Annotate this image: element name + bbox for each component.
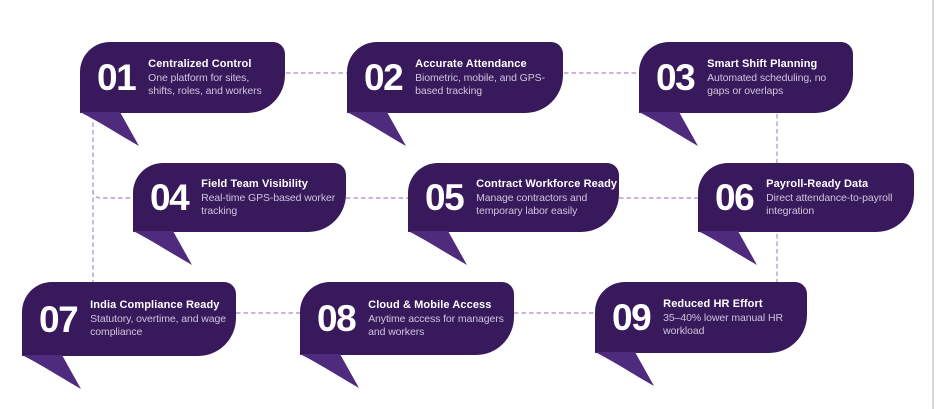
benefit-title: Smart Shift Planning	[707, 57, 818, 70]
benefit-description: Manage contractors and temporary labor e…	[476, 191, 588, 217]
step-number: 08	[317, 298, 357, 339]
connector-branch-04	[92, 189, 133, 199]
step-number: 01	[97, 57, 137, 98]
benefit-description: 35–40% lower manual HR workload	[663, 311, 783, 337]
benefit-description: Automated scheduling, no gaps or overlap…	[707, 71, 827, 97]
benefit-description: Direct attendance-to-payroll integration	[766, 191, 893, 217]
benefit-card-07: 07 India Compliance Ready Statutory, ove…	[22, 282, 236, 389]
benefit-title: Reduced HR Effort	[663, 297, 763, 310]
benefit-title: Cloud & Mobile Access	[368, 298, 492, 311]
benefit-card-04: 04 Field Team Visibility Real-time GPS-b…	[133, 163, 346, 265]
benefit-title: India Compliance Ready	[90, 299, 220, 311]
benefit-description: Real-time GPS-based worker tracking	[201, 191, 336, 217]
benefit-card-09: 09 Reduced HR Effort 35–40% lower manual…	[595, 282, 807, 386]
step-number: 05	[425, 177, 465, 218]
page-right-border	[932, 0, 934, 409]
step-number: 04	[150, 177, 190, 218]
benefit-title: Payroll-Ready Data	[766, 177, 869, 190]
benefit-card-01: 01 Centralized Control One platform for …	[80, 42, 285, 146]
benefit-title: Accurate Attendance	[415, 57, 527, 70]
benefit-card-08: 08 Cloud & Mobile Access Anytime access …	[300, 282, 514, 388]
step-number: 02	[364, 57, 404, 98]
step-number: 06	[715, 177, 755, 218]
benefit-card-06: 06 Payroll-Ready Data Direct attendance-…	[698, 163, 914, 265]
step-number: 09	[612, 297, 652, 338]
benefit-title: Centralized Control	[148, 57, 252, 70]
benefit-description: One platform for sites, shifts, roles, a…	[148, 71, 262, 97]
benefit-description: Anytime access for managers and workers	[368, 312, 504, 338]
benefit-card-02: 02 Accurate Attendance Biometric, mobile…	[347, 42, 563, 146]
benefit-description: Biometric, mobile, and GPS-based trackin…	[415, 71, 545, 97]
benefit-title: Contract Workforce Ready	[476, 177, 618, 190]
benefit-card-05: 05 Contract Workforce Ready Manage contr…	[408, 163, 619, 265]
step-number: 07	[39, 298, 79, 340]
step-number: 03	[656, 57, 696, 98]
benefit-card-03: 03 Smart Shift Planning Automated schedu…	[639, 42, 853, 146]
benefit-title: Field Team Visibility	[201, 177, 308, 190]
benefit-description: Statutory, overtime, and wage compliance	[90, 313, 226, 338]
